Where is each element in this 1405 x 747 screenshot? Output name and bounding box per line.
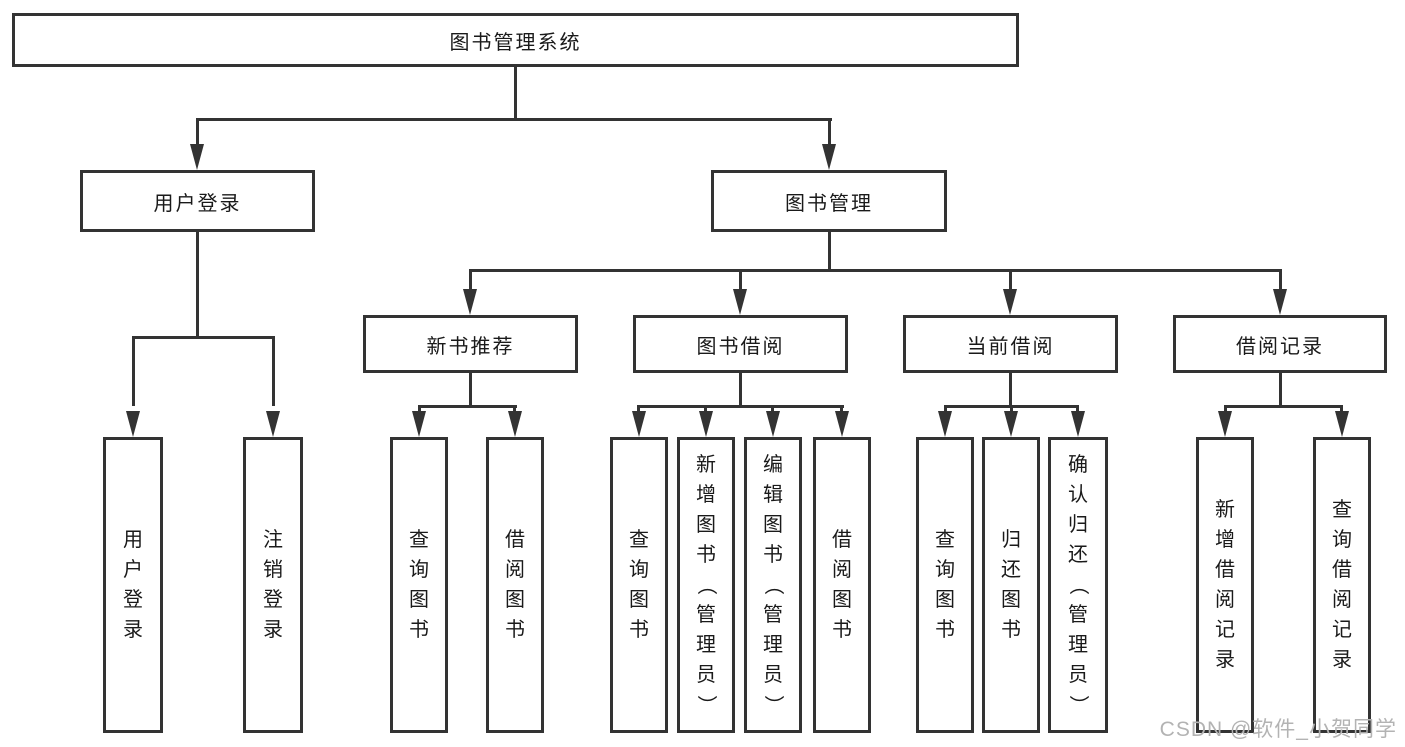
arrow-down-icon (126, 411, 140, 437)
node-user-login: 用户登录 (80, 170, 315, 232)
arrow-down-icon (822, 144, 836, 170)
arrow-down-icon (1003, 289, 1017, 315)
leaf-label: 用户登录 (123, 529, 143, 641)
arrow-down-icon (190, 144, 204, 170)
leaf-label: 归还图书 (1001, 529, 1021, 641)
connector-line (469, 269, 472, 291)
leaf-label: 确认归还（管理员） (1067, 454, 1089, 715)
arrow-down-icon (733, 289, 747, 315)
arrow-down-icon (938, 411, 952, 437)
arrow-down-icon (463, 289, 477, 315)
watermark: CSDN @软件_小贺同学 (1159, 718, 1397, 741)
connector-line (828, 232, 831, 270)
arrow-down-icon (1071, 411, 1085, 437)
connector-line (196, 118, 832, 121)
node-label: 借阅记录 (1236, 335, 1324, 358)
connector-line (513, 405, 516, 413)
connector-line (944, 405, 947, 413)
arrow-down-icon (1335, 411, 1349, 437)
leaf-label: 查询借阅记录 (1332, 499, 1352, 671)
node-new-book-recommend: 新书推荐 (363, 315, 578, 373)
node-label: 当前借阅 (966, 335, 1055, 358)
connector-line (840, 405, 843, 413)
connector-line (272, 336, 275, 406)
connector-line (1279, 269, 1282, 291)
node-book-management: 图书管理 (711, 170, 947, 232)
connector-line (704, 405, 707, 413)
connector-line (514, 67, 517, 118)
connector-line (418, 405, 517, 408)
node-current-borrow: 当前借阅 (903, 315, 1118, 373)
node-borrow-records: 借阅记录 (1173, 315, 1387, 373)
leaf-borrow-books: 借阅图书 (813, 437, 871, 733)
arrow-down-icon (699, 411, 713, 437)
node-library-system: 图书管理系统 (12, 13, 1019, 67)
leaf-label: 查询图书 (935, 529, 955, 641)
node-label: 图书借阅 (696, 335, 785, 358)
leaf-query-books-borrow: 查询图书 (610, 437, 668, 733)
leaf-confirm-return-admin: 确认归还（管理员） (1048, 437, 1108, 733)
leaf-label: 编辑图书（管理员） (762, 454, 784, 715)
connector-line (1224, 405, 1343, 408)
leaf-borrow-books-recommend: 借阅图书 (486, 437, 544, 733)
connector-line (1224, 405, 1227, 413)
node-label: 图书管理系统 (449, 31, 582, 54)
node-label: 用户登录 (153, 192, 242, 215)
connector-line (739, 269, 742, 291)
arrow-down-icon (766, 411, 780, 437)
connector-line (469, 373, 472, 407)
connector-line (1076, 405, 1079, 413)
leaf-label: 查询图书 (629, 529, 649, 641)
connector-line (828, 118, 831, 148)
connector-line (771, 405, 774, 413)
connector-line (196, 118, 199, 148)
node-book-borrow: 图书借阅 (633, 315, 848, 373)
connector-line (637, 405, 844, 408)
connector-line (469, 269, 1282, 272)
connector-line (418, 405, 421, 413)
leaf-label: 查询图书 (409, 529, 429, 641)
arrow-down-icon (412, 411, 426, 437)
leaf-label: 新增图书（管理员） (695, 454, 717, 715)
leaf-add-book-admin: 新增图书（管理员） (677, 437, 735, 733)
leaf-query-books-current: 查询图书 (916, 437, 974, 733)
connector-line (1279, 373, 1282, 407)
leaf-add-borrow-record: 新增借阅记录 (1196, 437, 1254, 733)
leaf-label: 借阅图书 (505, 529, 525, 641)
connector-line (1009, 269, 1012, 291)
leaf-label: 新增借阅记录 (1215, 499, 1235, 671)
connector-line (132, 336, 135, 406)
arrow-down-icon (1273, 289, 1287, 315)
arrow-down-icon (1218, 411, 1232, 437)
connector-line (1009, 373, 1012, 407)
arrow-down-icon (508, 411, 522, 437)
leaf-return-book: 归还图书 (982, 437, 1040, 733)
node-label: 图书管理 (785, 192, 873, 215)
arrow-down-icon (632, 411, 646, 437)
leaf-label: 借阅图书 (832, 529, 852, 641)
leaf-label: 注销登录 (263, 529, 283, 641)
arrow-down-icon (266, 411, 280, 437)
leaf-user-login: 用户登录 (103, 437, 163, 733)
connector-line (739, 373, 742, 407)
connector-line (1340, 405, 1343, 413)
leaf-query-borrow-record: 查询借阅记录 (1313, 437, 1371, 733)
node-label: 新书推荐 (426, 335, 515, 358)
connector-line (196, 232, 199, 337)
arrow-down-icon (1004, 411, 1018, 437)
connector-line (1010, 405, 1013, 413)
leaf-query-books-recommend: 查询图书 (390, 437, 448, 733)
connector-line (132, 336, 275, 339)
leaf-edit-book-admin: 编辑图书（管理员） (744, 437, 802, 733)
leaf-logout: 注销登录 (243, 437, 303, 733)
connector-line (637, 405, 640, 413)
arrow-down-icon (835, 411, 849, 437)
